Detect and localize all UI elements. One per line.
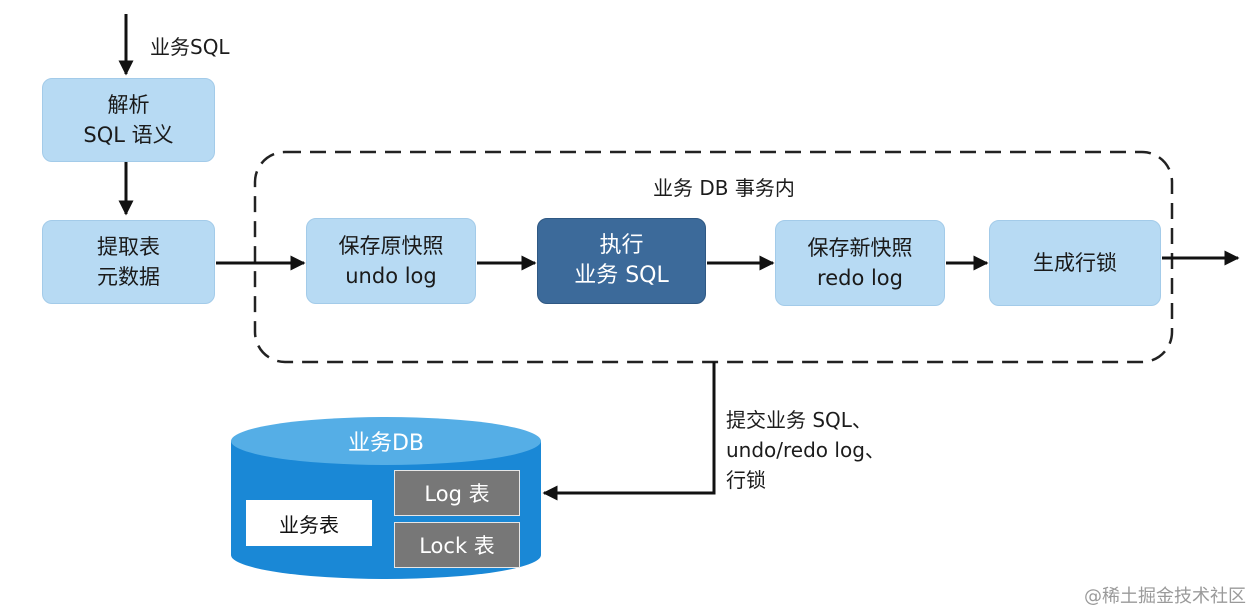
input-sql-label: 业务SQL xyxy=(150,35,230,59)
row-lock-line1: 生成行锁 xyxy=(1033,251,1117,275)
database-title: 业务DB xyxy=(347,431,425,456)
log-table: Log 表 xyxy=(394,470,520,516)
save-undo-line1: 保存原快照 xyxy=(338,234,444,258)
row-lock-node: 生成行锁 xyxy=(989,220,1161,306)
parse-sql-node: 解析 SQL 语义 xyxy=(42,78,215,162)
commit-label: 提交业务 SQL、 undo/redo log、 行锁 xyxy=(726,405,885,495)
execute-sql-line2: 业务 SQL xyxy=(574,263,669,288)
business-table: 业务表 xyxy=(246,500,372,546)
transaction-label: 业务 DB 事务内 xyxy=(653,176,795,200)
arrow-commit xyxy=(542,362,716,501)
save-redo-line2: redo log xyxy=(817,266,903,290)
watermark: @稀土掘金技术社区 xyxy=(1084,586,1246,607)
commit-label-line2: undo/redo log、 xyxy=(726,438,885,462)
commit-label-line3: 行锁 xyxy=(726,468,766,492)
parse-sql-line2: SQL 语义 xyxy=(83,123,174,147)
execute-sql-node: 执行 业务 SQL xyxy=(537,218,706,304)
parse-sql-line1: 解析 xyxy=(107,93,150,117)
save-redo-line1: 保存新快照 xyxy=(807,236,913,260)
execute-sql-line1: 执行 xyxy=(599,233,644,258)
commit-label-line1: 提交业务 SQL、 xyxy=(726,408,872,432)
save-undo-line2: undo log xyxy=(345,264,437,288)
lock-table: Lock 表 xyxy=(394,522,520,568)
save-undo-node: 保存原快照 undo log xyxy=(306,218,476,304)
save-redo-node: 保存新快照 redo log xyxy=(775,220,945,306)
extract-metadata-node: 提取表 元数据 xyxy=(42,220,215,304)
extract-metadata-line1: 提取表 xyxy=(97,235,160,259)
extract-metadata-line2: 元数据 xyxy=(97,265,160,289)
